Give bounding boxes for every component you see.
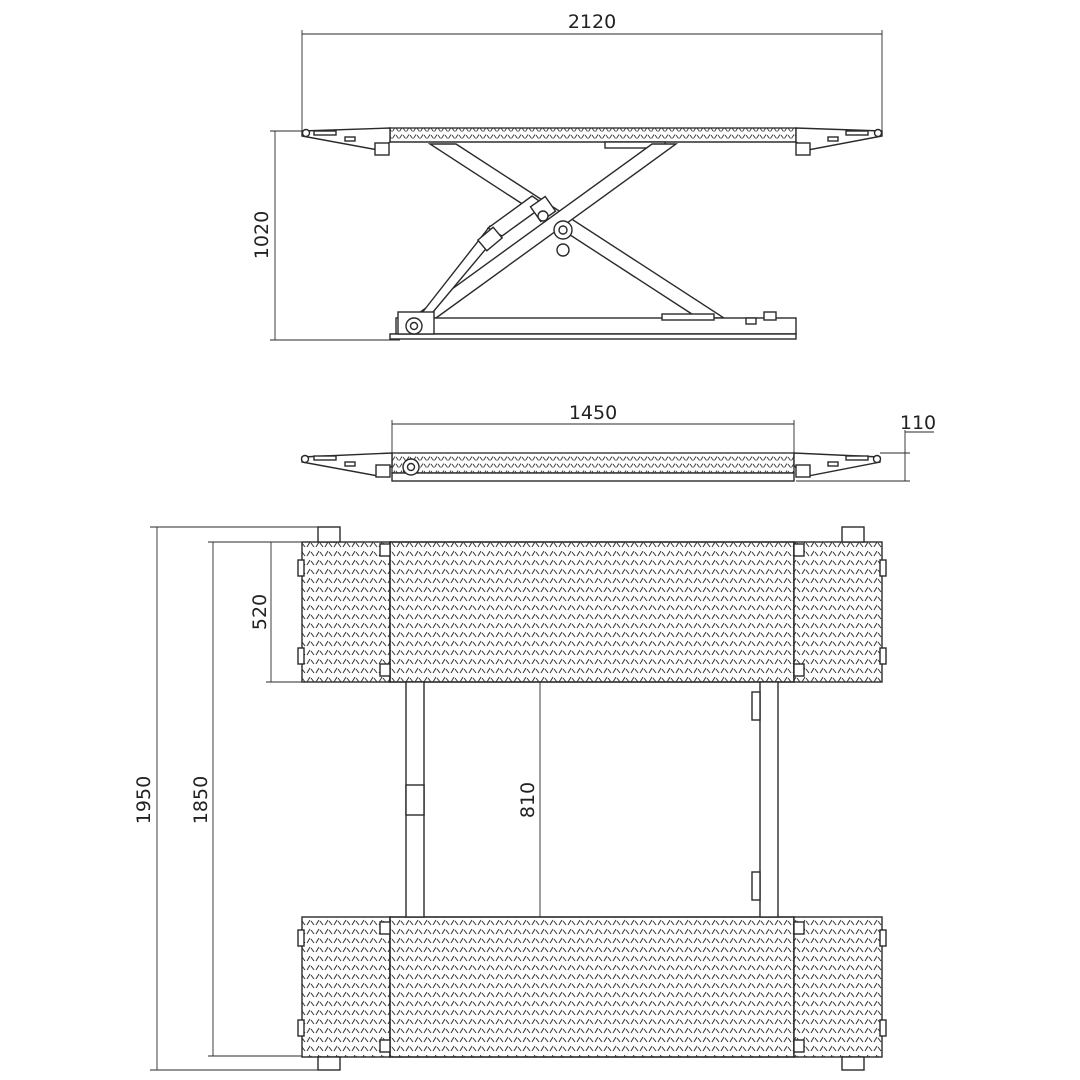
dimension-gap: 810 (517, 682, 541, 917)
dimension-label-lowered-height: 110 (900, 412, 936, 434)
dimension-platform-width: 520 (249, 541, 302, 683)
dimension-label-platform-width: 520 (249, 594, 271, 630)
scissor-arms (409, 143, 727, 319)
dimension-label-platform-length: 1450 (569, 402, 617, 424)
lower-platform-top-view (297, 916, 887, 1071)
dimension-inner-width: 1850 (190, 541, 302, 1057)
lowered-platform (391, 452, 795, 474)
dimension-platform-length: 1450 (391, 402, 795, 458)
side-view-raised: 2120 1020 (251, 11, 883, 341)
base-frame (389, 311, 797, 340)
hydraulic-cylinder (416, 195, 557, 319)
left-ramp-raised (301, 127, 391, 156)
upper-platform-top-view (297, 526, 887, 683)
right-ramp-lowered (793, 452, 882, 478)
dimension-label-top-length: 2120 (568, 11, 616, 33)
dimension-label-overall-width: 1950 (133, 776, 155, 824)
side-view-lowered: 1450 110 (300, 402, 936, 482)
dimension-overall-width: 1950 (133, 526, 318, 1071)
right-ramp-raised (795, 127, 883, 156)
frame-rails (405, 681, 779, 918)
left-ramp-lowered (300, 452, 393, 478)
dimension-label-gap: 810 (517, 782, 539, 818)
raised-platform (389, 127, 797, 143)
dimension-lowered-height: 110 (796, 412, 936, 482)
dimension-lifted-height: 1020 (251, 130, 400, 341)
dimension-label-lifted-height: 1020 (251, 211, 273, 259)
dimension-label-inner-width: 1850 (190, 776, 212, 824)
top-view: 1950 1850 520 (133, 526, 887, 1071)
dimension-top-length: 2120 (301, 11, 883, 132)
